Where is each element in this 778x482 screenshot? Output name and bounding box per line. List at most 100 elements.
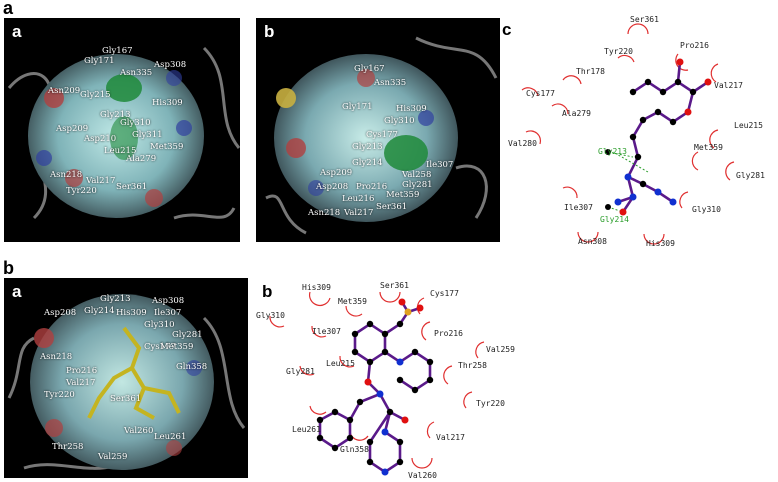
residue-label: Gly213 [100, 110, 131, 120]
residue-label: Ile307 [154, 308, 182, 318]
residue-label: Ser361 [376, 202, 408, 212]
residue-label: Gln358 [340, 445, 369, 454]
residue-label: Tyr220 [66, 186, 97, 196]
residue-label: Cys177 [430, 289, 459, 298]
residue-label: Ser361 [116, 182, 148, 192]
hbond-residue-label: Gly213 [598, 147, 627, 156]
residue-label: Val260 [408, 471, 437, 480]
residue-label: Gly310 [144, 320, 175, 330]
residue-label: Gly310 [384, 116, 415, 126]
figure-label-top: a [3, 0, 14, 18]
residue-label: Cys177 [144, 342, 176, 352]
hydrophobic-arc-group [269, 291, 485, 469]
residue-label: Met359 [694, 143, 723, 152]
hbond-residue-label: Gly214 [600, 215, 629, 224]
residue-label: Val258 [402, 170, 432, 180]
ligand-structure [605, 58, 712, 216]
residue-label: Gly281 [172, 330, 203, 340]
residue-label: Asp210 [84, 134, 117, 144]
bottom-panel-a-render: a Gly213 Asp308 Asp208 Gly214 His309 Ile… [4, 278, 248, 478]
residue-label: Val259 [98, 452, 128, 462]
residue-label: Asn218 [308, 208, 341, 218]
residue-label: Val217 [436, 433, 465, 442]
residue-label: Tyr220 [604, 47, 633, 56]
top-panel-a-label: a [12, 22, 22, 41]
residue-label: Asn209 [48, 86, 81, 96]
residue-label: Val217 [86, 176, 116, 186]
residue-label: Gly281 [286, 367, 315, 376]
bottom-panel-b-label: b [262, 282, 273, 301]
residue-label: His309 [302, 283, 331, 292]
residue-label: Ile307 [426, 160, 454, 170]
residue-label: Gly310 [692, 205, 721, 214]
residue-label: Gly171 [342, 102, 373, 112]
residue-label: Gly171 [84, 56, 115, 66]
residue-label: Thr178 [576, 67, 605, 76]
top-panel-c-label: c [502, 20, 512, 39]
residue-label: Leu215 [734, 121, 763, 130]
residue-label: Asn308 [578, 237, 607, 246]
residue-label: Pro216 [356, 182, 388, 192]
residue-label: Asp308 [154, 60, 187, 70]
residue-label: Ala279 [562, 109, 591, 118]
top-panel-a-render: a Gly167 Gly171 Asn335 Asp308 Asn209 Gly… [4, 18, 240, 242]
residue-label: His309 [116, 308, 147, 318]
residue-label: Asp308 [152, 296, 185, 306]
residue-label: Ser361 [110, 394, 142, 404]
residue-label: Ile307 [564, 203, 593, 212]
residue-label: Gly310 [256, 311, 285, 320]
residue-label: Asp208 [316, 182, 349, 192]
residue-label: Gly281 [402, 180, 433, 190]
residue-label: Leu215 [104, 146, 137, 156]
figure-label-bottom: b [3, 258, 14, 278]
residue-label: Val217 [344, 208, 374, 218]
residue-label: Met359 [150, 142, 184, 152]
residue-label: Ala279 [126, 154, 157, 164]
bottom-ligplot-diagram: His309 Ser361 Met359 Cys177 Gly310 Ile30… [256, 282, 515, 480]
residue-label: Asp209 [320, 168, 353, 178]
residue-label: Asp208 [44, 308, 77, 318]
residue-label: His309 [152, 98, 183, 108]
residue-label: Thr258 [52, 442, 84, 452]
residue-label: Gly310 [120, 118, 151, 128]
residue-label: Leu261 [154, 432, 187, 442]
residue-label: Cys177 [366, 130, 398, 140]
residue-label: Tyr220 [476, 399, 505, 408]
residue-label: Gly213 [352, 142, 383, 152]
residue-label: Leu216 [342, 194, 375, 204]
protein-surface-render [7, 294, 246, 470]
residue-label: Leu261 [292, 425, 321, 434]
residue-label: Met359 [338, 297, 367, 306]
residue-label: Pro216 [66, 366, 98, 376]
residue-label: Gly214 [352, 158, 383, 168]
residue-label: Val259 [486, 345, 515, 354]
residue-label: His309 [396, 104, 427, 114]
residue-label: Val260 [124, 426, 154, 436]
residue-label: Gly281 [736, 171, 765, 180]
residue-label: Asp209 [56, 124, 89, 134]
residue-label: Leu215 [326, 359, 355, 368]
top-panel-b-render: b Gly167 Asn335 Gly171 His309 Gly310 Cys… [256, 18, 500, 242]
residue-label: Asn335 [374, 78, 407, 88]
residue-label: Gly167 [102, 46, 133, 56]
residue-label: Asn218 [40, 352, 73, 362]
hydrophobic-arc-group [521, 23, 735, 245]
protein-surface-render [7, 46, 240, 220]
residue-label: Asn335 [120, 68, 153, 78]
ligand-stick [87, 326, 181, 420]
residue-label: Tyr220 [44, 390, 75, 400]
residue-label: Val280 [508, 139, 537, 148]
bottom-panel-a-label: a [12, 282, 22, 301]
residue-label: Met359 [160, 342, 194, 352]
residue-label: Gln358 [176, 362, 208, 372]
residue-label: Gly167 [354, 64, 385, 74]
residue-label: Met359 [386, 190, 420, 200]
residue-label: Cys177 [526, 89, 555, 98]
protein-surface-render [265, 36, 498, 235]
residue-label: Asn218 [50, 170, 83, 180]
residue-label: Val217 [714, 81, 743, 90]
residue-label: Pro216 [434, 329, 463, 338]
residue-label: Ser361 [380, 282, 409, 290]
residue-label: Val217 [66, 378, 96, 388]
residue-label: Gly215 [80, 90, 111, 100]
